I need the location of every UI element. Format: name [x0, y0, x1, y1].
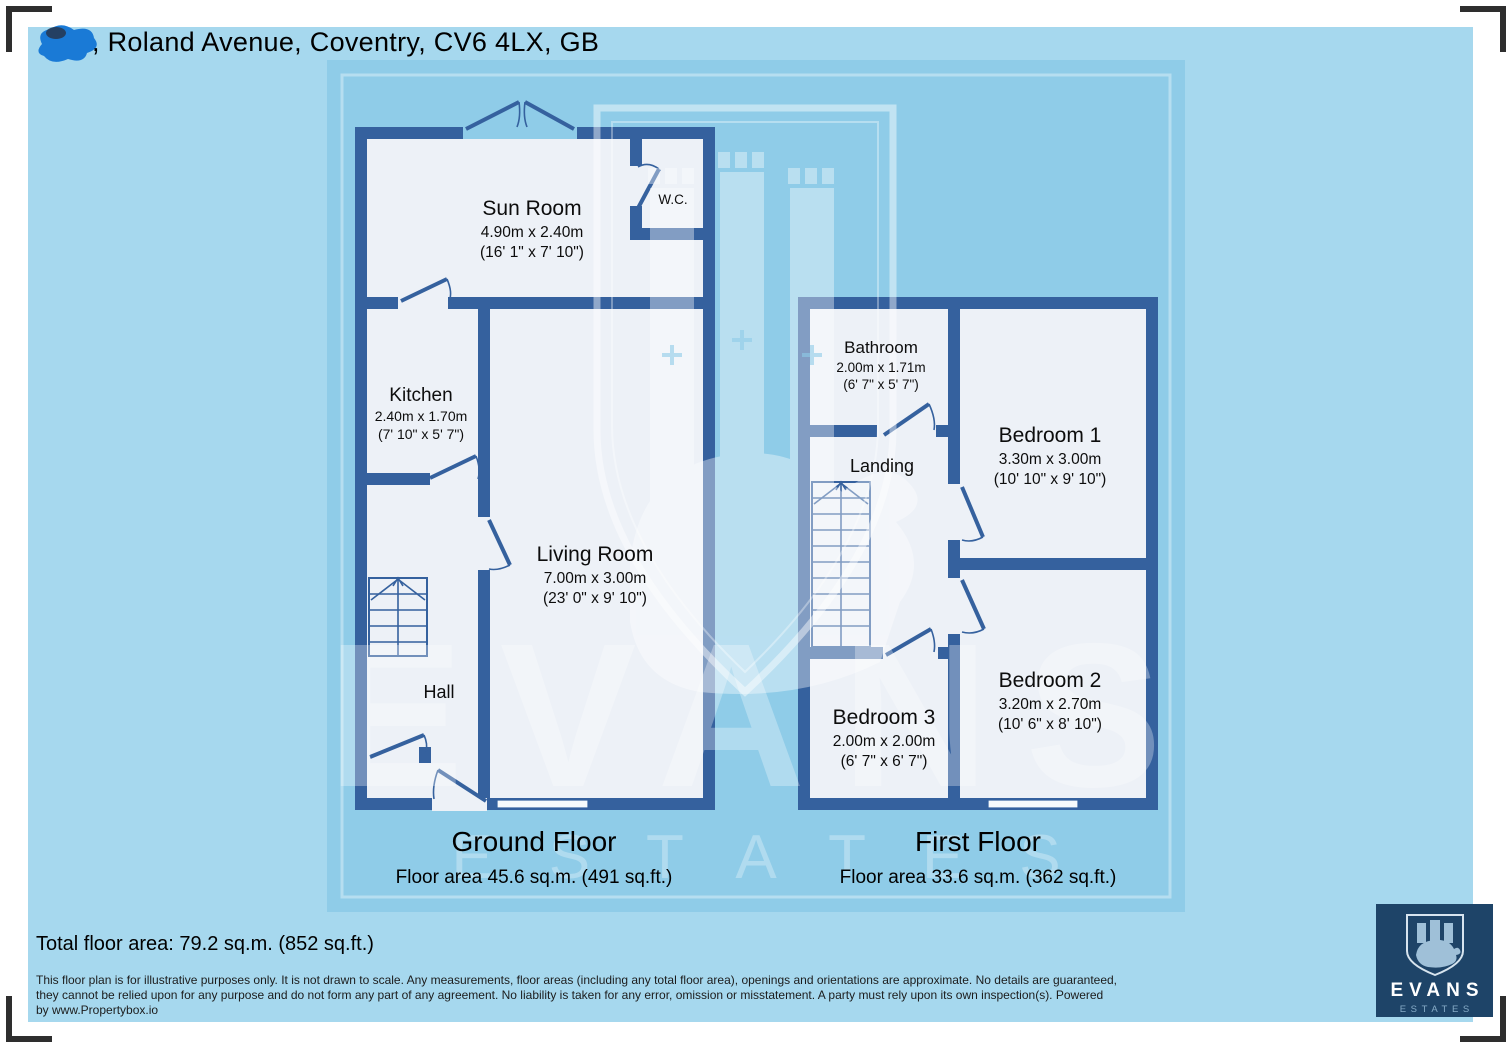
crop-mark-bottom-right-icon: [1460, 996, 1506, 1042]
room-label-living-room: Living Room 7.00m x 3.00m (23' 0" x 9' 1…: [536, 543, 654, 607]
first-floor-rooms: [810, 309, 1146, 798]
room-label-bedroom-2: Bedroom 2 3.20m x 2.70m (10' 6" x 8' 10"…: [998, 669, 1102, 733]
ground-floor-walls: [355, 127, 715, 811]
crop-mark-bottom-left-icon: [6, 996, 52, 1042]
first-floor-plan: [798, 297, 1158, 810]
room-label-bathroom: Bathroom 2.00m x 1.71m (6' 7" x 5' 7"): [836, 338, 926, 393]
logo-shield-icon: [1405, 914, 1464, 977]
room-label-kitchen: Kitchen 2.40m x 1.70m (7' 10" x 5' 7"): [374, 385, 468, 443]
first-floor-title: First Floor: [915, 826, 1041, 857]
ground-floor-stairs-icon: [368, 576, 428, 657]
ground-floor-doors: [369, 100, 661, 803]
total-floor-area: Total floor area: 79.2 sq.m. (852 sq.ft.…: [36, 933, 374, 955]
disclaimer-line-1: This floor plan is for illustrative purp…: [36, 973, 1118, 987]
disclaimer-line-3: by www.Propertybox.io: [36, 1003, 159, 1017]
room-label-bedroom-3: Bedroom 3 2.00m x 2.00m (6' 7" x 6' 7"): [832, 706, 936, 770]
first-floor-stairs-icon: [811, 480, 871, 648]
room-label-hall: Hall: [423, 682, 455, 702]
evans-estates-logo: EVANS ESTATES: [1376, 904, 1493, 1017]
logo-brand-text: EVANS: [1390, 980, 1485, 1001]
disclaimer: This floor plan is for illustrative purp…: [36, 973, 1117, 1018]
crop-mark-top-left-icon: [6, 6, 52, 52]
room-label-wc: W.C.: [658, 192, 688, 207]
disclaimer-line-2: they cannot be relied upon for any purpo…: [36, 988, 1104, 1002]
first-floor-doors: [882, 402, 986, 657]
ground-floor-caption: Ground Floor Floor area 45.6 sq.m. (491 …: [396, 826, 673, 889]
room-label-bedroom-1: Bedroom 1 3.30m x 3.00m (10' 10" x 9' 10…: [993, 424, 1107, 488]
first-floor-caption: First Floor Floor area 33.6 sq.m. (362 s…: [840, 826, 1117, 889]
first-floor-walls: [798, 297, 1158, 810]
logo-sub-text: ESTATES: [1399, 1004, 1474, 1015]
ground-floor-area: Floor area 45.6 sq.m. (491 sq.ft.): [395, 867, 673, 888]
room-label-landing: Landing: [849, 456, 915, 476]
ground-floor-rooms: [367, 139, 703, 798]
ground-floor-title: Ground Floor: [451, 826, 617, 857]
crop-mark-top-right-icon: [1460, 6, 1506, 52]
ground-floor-plan: [355, 100, 715, 811]
first-floor-area: Floor area 33.6 sq.m. (362 sq.ft.): [839, 867, 1117, 888]
redaction-scribble: [38, 25, 97, 62]
room-label-sun-room: Sun Room 4.90m x 2.40m (16' 1" x 7' 10"): [480, 197, 584, 261]
address-title: , Roland Avenue, Coventry, CV6 4LX, GB: [92, 27, 600, 57]
